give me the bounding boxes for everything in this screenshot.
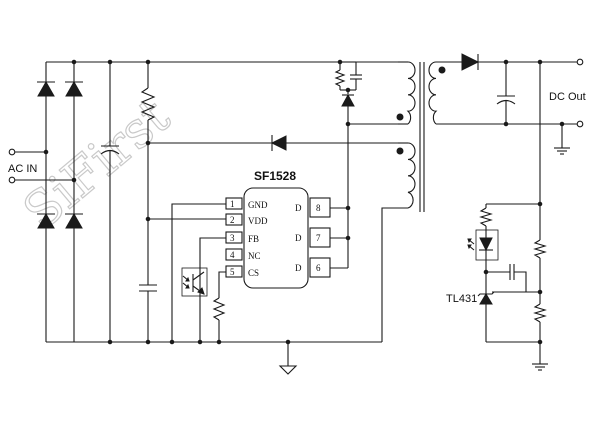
- ac-terminal-bottom: [8, 176, 16, 184]
- ic-pin-6: 6 D: [295, 257, 331, 278]
- tl431-regulator: [477, 282, 526, 342]
- svg-text:1: 1: [230, 199, 235, 209]
- svg-text:D: D: [295, 233, 302, 243]
- bridge-diode-1: [37, 80, 55, 97]
- ic-pin-2: 2 VDD: [225, 213, 268, 226]
- optocoupler-transistor: [181, 267, 208, 297]
- gnd-pin-wire: [171, 203, 226, 342]
- optocoupler-led: [467, 229, 499, 282]
- aux-diode: [270, 135, 287, 151]
- ic-pin-3: 3 FB: [225, 231, 259, 244]
- ic-pin-4: 4 NC: [225, 248, 261, 261]
- dc-out-label: DC Out: [549, 91, 586, 103]
- svg-text:VDD: VDD: [248, 216, 268, 226]
- ic-name-label: SF1528: [254, 169, 296, 183]
- output-diode: [461, 53, 480, 71]
- ic-body: [243, 187, 309, 289]
- dc-out-terminal-pos: [576, 58, 584, 66]
- svg-text:2: 2: [230, 215, 235, 225]
- svg-text:7: 7: [316, 233, 321, 243]
- startup-resistor: [139, 62, 157, 342]
- secondary-ground-2: [532, 363, 548, 371]
- divider-resistor-bottom: [533, 303, 547, 323]
- ic-pin-5: 5 CS: [225, 265, 259, 278]
- aux-dot: [396, 147, 404, 155]
- svg-text:CS: CS: [248, 268, 259, 278]
- cs-pin-wire: [218, 271, 226, 298]
- primary-dot: [396, 113, 404, 121]
- ic-pin-8: 8 D: [295, 197, 331, 218]
- sense-resistor: [212, 297, 226, 321]
- bridge-diode-2: [65, 80, 83, 97]
- divider-resistor-top: [533, 239, 547, 259]
- svg-text:6: 6: [316, 263, 321, 273]
- rcd-snubber: [334, 59, 362, 107]
- svg-text:FB: FB: [248, 234, 259, 244]
- svg-text:GND: GND: [248, 200, 268, 210]
- bridge-diode-3: [37, 212, 55, 229]
- ic-pin-7: 7 D: [295, 227, 331, 248]
- svg-text:3: 3: [230, 233, 235, 243]
- dc-out-terminal-neg: [576, 120, 584, 128]
- ac-in-label: AC IN: [8, 163, 37, 175]
- opto-resistor: [479, 207, 493, 227]
- svg-text:NC: NC: [248, 251, 261, 261]
- fb-pin-wire: [199, 237, 226, 342]
- secondary-dot: [438, 66, 446, 74]
- ac-terminal-top: [8, 148, 16, 156]
- svg-text:D: D: [295, 203, 302, 213]
- svg-text:5: 5: [230, 267, 235, 277]
- transformer: [381, 61, 446, 342]
- primary-ground: [278, 339, 298, 375]
- watermark: SiFirst: [12, 87, 180, 241]
- svg-text:D: D: [295, 263, 302, 273]
- output-capacitor: [496, 59, 516, 127]
- snubber-diode: [341, 93, 355, 107]
- compensation-capacitor: [483, 264, 540, 293]
- bulk-capacitor: [100, 62, 120, 342]
- svg-text:4: 4: [230, 250, 235, 260]
- bridge-rectifier: [8, 62, 83, 342]
- tl431-label: TL431: [446, 293, 477, 305]
- svg-text:8: 8: [316, 203, 321, 213]
- bridge-diode-4: [65, 212, 83, 229]
- secondary-ground-1: [554, 121, 570, 155]
